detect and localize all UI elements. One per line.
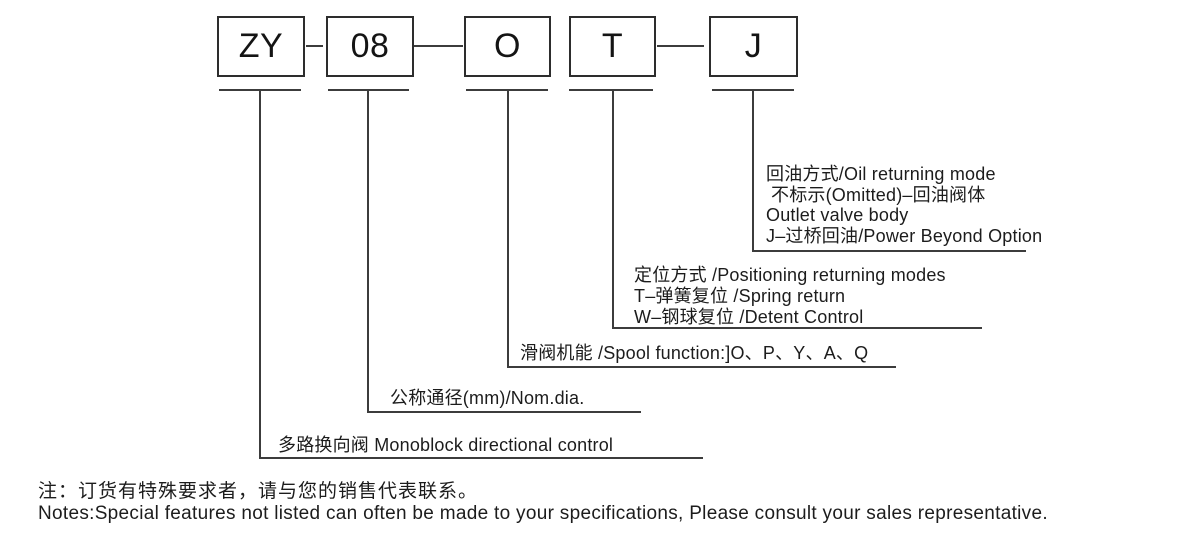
leader-tick-t [569, 89, 653, 91]
code-box-j: J [709, 16, 798, 77]
code-segment-label: T [601, 27, 624, 65]
annotation-line: J–过桥回油/Power Beyond Option [766, 225, 1043, 246]
annotation-line: W–钢球复位 /Detent Control [634, 307, 864, 327]
annotation-valve-type: 多路换向阀 Monoblock directional control [278, 435, 613, 456]
annotation-positioning: 定位方式 /Positioning returning modes T–弹簧复位… [634, 265, 946, 328]
note-chinese: 注：订货有特殊要求者，请与您的销售代表联系。 [38, 481, 479, 502]
annotation-line: 滑阀机能 /Spool function:]O、P、Y、A、Q [520, 343, 869, 363]
code-box-t: T [569, 16, 656, 77]
connector-dash [414, 45, 463, 47]
annotation-line: 定位方式 /Positioning returning modes [634, 265, 946, 285]
annotation-line: T–弹簧复位 /Spring return [634, 286, 846, 306]
annotation-line: Outlet valve body [766, 205, 909, 225]
code-box-o: O [464, 16, 551, 77]
underline-valve-type [259, 457, 703, 459]
footer-notes: 注：订货有特殊要求者，请与您的销售代表联系。 Notes:Special fea… [38, 481, 1048, 525]
leader-line-o [507, 89, 509, 368]
annotation-nominal-diameter: 公称通径(mm)/Nom.dia. [390, 388, 584, 409]
code-box-zy: ZY [217, 16, 305, 77]
underline-positioning [612, 327, 982, 329]
note-english: Notes:Special features not listed can of… [38, 503, 1048, 524]
annotation-line: 公称通径(mm)/Nom.dia. [390, 388, 585, 408]
code-segment-label: 08 [350, 27, 390, 65]
connector-dash [657, 45, 704, 47]
connector-dash [306, 45, 323, 47]
code-box-08: 08 [326, 16, 414, 77]
annotation-line: 多路换向阀 Monoblock directional control [278, 435, 614, 455]
annotation-line: 回油方式/Oil returning mode [766, 164, 996, 184]
annotation-line: 不标示(Omitted)–回油阀体 [771, 184, 986, 205]
annotation-spool-function: 滑阀机能 /Spool function:]O、P、Y、A、Q [520, 343, 868, 364]
code-segment-label: ZY [238, 27, 284, 65]
leader-line-08 [367, 89, 369, 413]
underline-nominal-diameter [367, 411, 641, 413]
code-segment-label: J [744, 27, 763, 65]
annotation-oil-return: 回油方式/Oil returning mode 不标示(Omitted)–回油阀… [766, 164, 1042, 246]
underline-spool-function [507, 366, 896, 368]
leader-line-zy [259, 89, 261, 459]
code-segment-label: O [494, 27, 521, 65]
leader-line-t [612, 89, 614, 329]
leader-line-j [752, 89, 754, 252]
underline-oil-return [752, 250, 1026, 252]
